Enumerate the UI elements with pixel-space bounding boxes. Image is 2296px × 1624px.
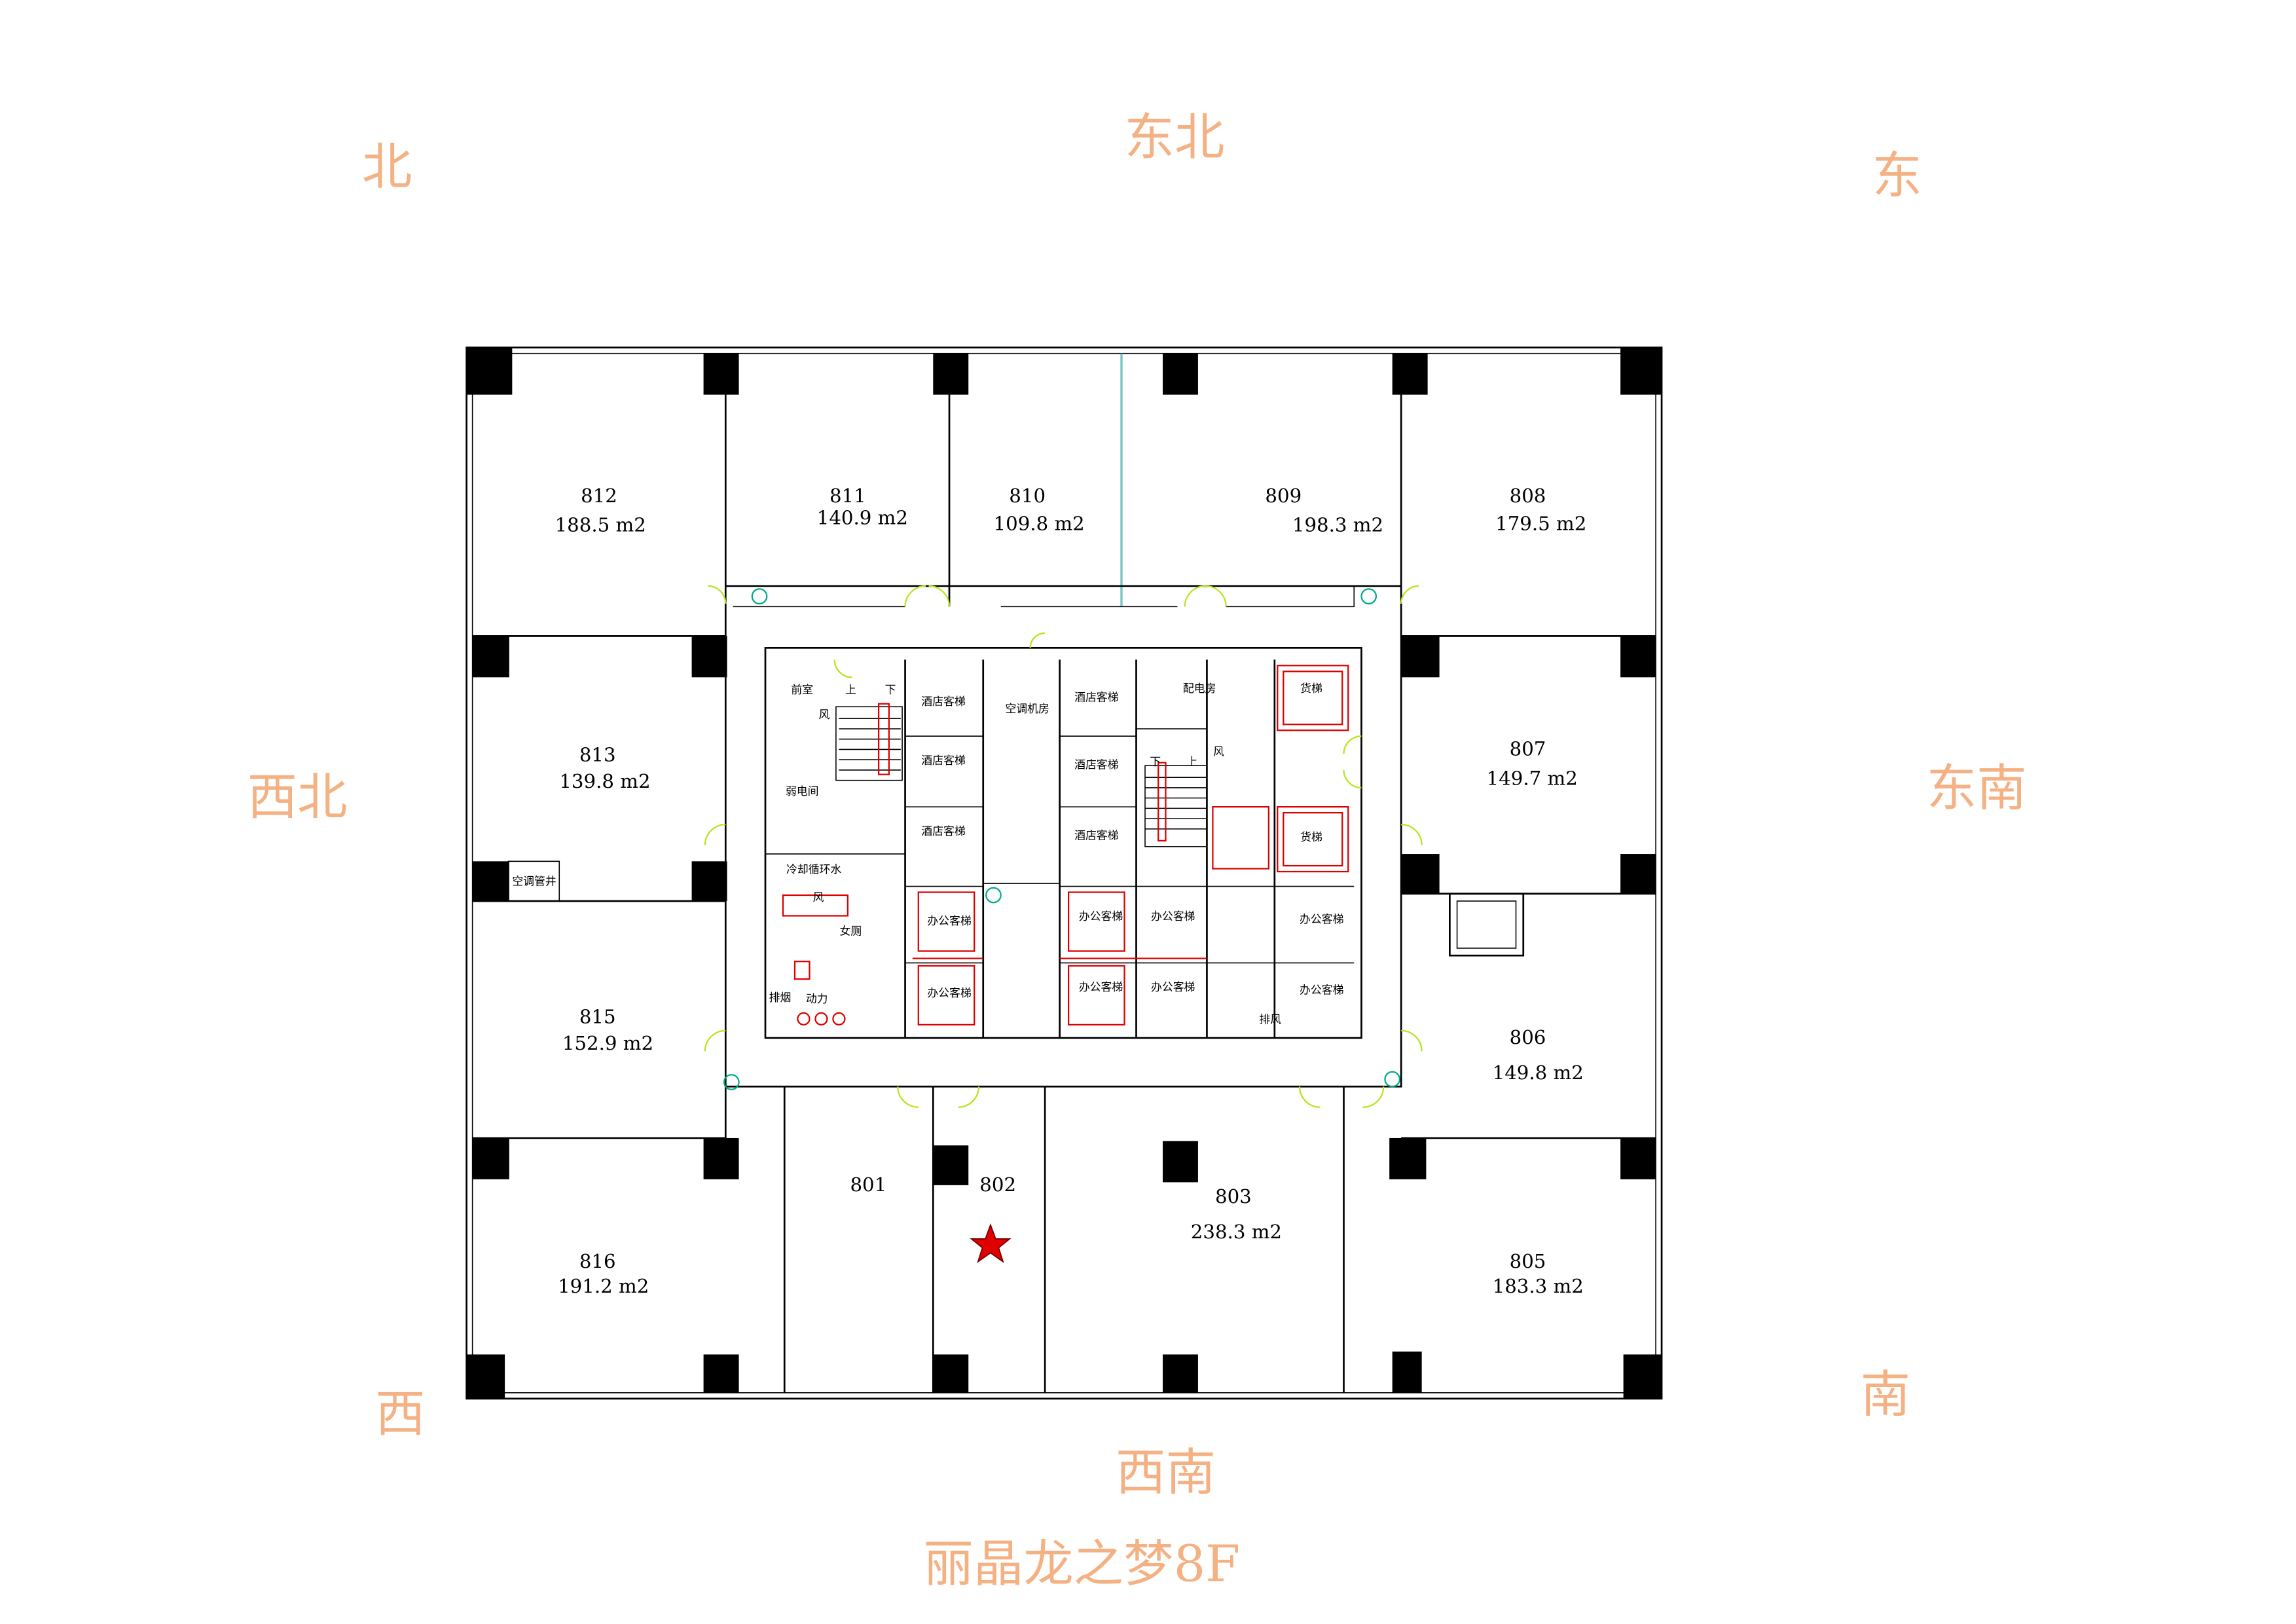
label-cooling: 冷却循环水 [786,862,841,876]
compass-northwest: 西北 [247,768,348,826]
label-ac-room: 空调机房 [1005,702,1049,715]
label-smoke-exhaust: 排烟 [769,991,792,1004]
room-813-number: 813 [579,743,616,766]
room-816-area: 191.2 m2 [558,1275,649,1297]
label-down-2: 下 [1150,755,1161,768]
room-803-area: 238.3 m2 [1191,1221,1282,1243]
label-office-lift-2: 办公客梯 [927,986,971,999]
label-freight-lift-1: 货梯 [1300,682,1322,695]
compass-west: 西 [375,1385,425,1443]
room-808-area: 179.5 m2 [1495,512,1586,534]
label-office-lift-5: 办公客梯 [1151,910,1195,923]
building-core [764,646,1362,1039]
room-807-area: 149.7 m2 [1487,767,1578,789]
label-power-room: 配电房 [1183,682,1216,695]
label-office-lift-6: 办公客梯 [1151,980,1195,993]
label-office-lift-4: 办公客梯 [1079,980,1123,993]
label-hotel-lift-5: 酒店客梯 [1074,758,1118,771]
room-809-number: 809 [1265,485,1302,507]
label-ac-shaft: 空调管井 [512,874,556,887]
room-812-area: 188.5 m2 [555,514,646,536]
room-805-number: 805 [1510,1250,1546,1272]
plant-symbols [723,588,1401,1090]
room-806-area: 149.8 m2 [1493,1061,1584,1084]
room-813-area: 139.8 m2 [559,770,650,792]
label-down-1: 下 [885,683,896,696]
label-office-lift-7: 办公客梯 [1300,913,1343,926]
room-812-number: 812 [581,485,617,507]
label-weak-elec: 弱电间 [786,784,819,798]
label-vestibule: 前室 [791,683,813,696]
partitions [472,353,1656,1393]
room-807-number: 807 [1510,737,1546,760]
compass-east: 东 [1872,147,1922,206]
label-hotel-lift-6: 酒店客梯 [1074,829,1118,842]
compass-south: 南 [1861,1366,1910,1424]
label-exhaust: 排风 [1259,1013,1281,1026]
label-office-lift-1: 办公客梯 [927,914,971,927]
label-hotel-lift-4: 酒店客梯 [1074,690,1118,703]
room-805-area: 183.3 m2 [1493,1275,1584,1297]
structural-columns [466,347,1662,1399]
compass-southwest: 西南 [1116,1444,1216,1502]
room-803-number: 803 [1215,1185,1252,1208]
room-802-number: 802 [979,1173,1016,1196]
compass-north: 北 [362,138,412,196]
label-up-1: 上 [845,683,856,696]
room-810-number: 810 [1009,485,1046,507]
building-outline [465,346,1663,1400]
room-810-area: 109.8 m2 [994,512,1085,534]
room-816-number: 816 [579,1250,616,1272]
location-star-icon [970,1223,1011,1264]
label-hotel-lift-3: 酒店客梯 [921,824,965,838]
compass-northeast: 东北 [1125,109,1225,167]
room-815-area: 152.9 m2 [562,1032,653,1054]
label-wind-1: 风 [818,708,829,721]
room-806-number: 806 [1510,1026,1546,1048]
label-power: 动力 [806,992,828,1005]
room-809-area: 198.3 m2 [1292,514,1383,536]
room-808-number: 808 [1510,485,1546,507]
label-hotel-lift-1: 酒店客梯 [921,695,965,708]
label-office-lift-3: 办公客梯 [1079,910,1123,923]
room-801-number: 801 [850,1173,886,1196]
label-hotel-lift-2: 酒店客梯 [921,754,965,767]
label-womens-wc: 女厕 [840,925,862,938]
label-freight-lift-2: 货梯 [1300,830,1322,843]
room-815-number: 815 [579,1006,616,1028]
compass-southeast: 东南 [1927,760,2027,818]
room-811-area: 140.9 m2 [817,507,908,529]
door-swings [704,585,1423,1108]
label-wind-2: 风 [1213,745,1224,758]
label-wind-3: 风 [813,891,824,904]
room-811-number: 811 [829,485,866,507]
floor-title: 丽晶龙之梦8F [923,1536,1240,1594]
label-office-lift-8: 办公客梯 [1300,984,1343,997]
label-up-2: 上 [1187,755,1198,768]
